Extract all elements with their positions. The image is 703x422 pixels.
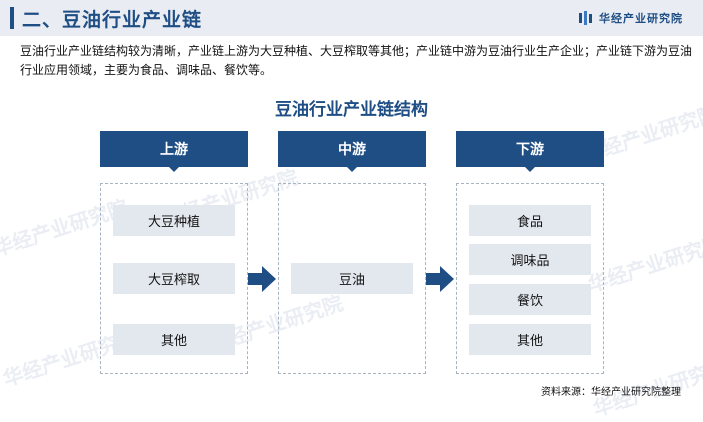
- source-note: 资料来源：华经产业研究院整理: [541, 387, 681, 398]
- upstream-item: 其他: [113, 324, 235, 355]
- header-accent-bar: [10, 7, 14, 29]
- midstream-item: 豆油: [291, 263, 413, 294]
- column-box-upstream: 大豆种植 大豆榨取 其他: [100, 183, 248, 374]
- column-box-downstream: 食品 调味品 餐饮 其他: [456, 183, 604, 374]
- description-text: 豆油行业产业链结构较为清晰，产业链上游为大豆种植、大豆榨取等其他；产业链中游为豆…: [20, 44, 693, 77]
- column-header-upstream: 上游: [100, 131, 248, 172]
- section-title: 二、豆油行业产业链: [22, 9, 203, 31]
- brand-name: 华经产业研究院: [599, 12, 683, 25]
- upstream-item: 大豆种植: [113, 205, 235, 236]
- brand: 华经产业研究院: [579, 10, 683, 26]
- downstream-item: 调味品: [469, 244, 591, 275]
- downstream-item: 食品: [469, 205, 591, 236]
- section-header: 二、豆油行业产业链 华经产业研究院: [0, 0, 703, 36]
- brand-logo-icon: [579, 11, 592, 25]
- column-header-downstream: 下游: [456, 131, 604, 172]
- arrow-right-icon: [248, 266, 276, 292]
- diagram-title: 豆油行业产业链结构: [275, 100, 428, 120]
- column-header-midstream: 中游: [278, 131, 426, 172]
- upstream-item: 大豆榨取: [113, 263, 235, 294]
- downstream-item: 餐饮: [469, 284, 591, 315]
- arrow-right-icon: [426, 266, 454, 292]
- column-box-midstream: 豆油: [278, 183, 426, 374]
- downstream-item: 其他: [469, 324, 591, 355]
